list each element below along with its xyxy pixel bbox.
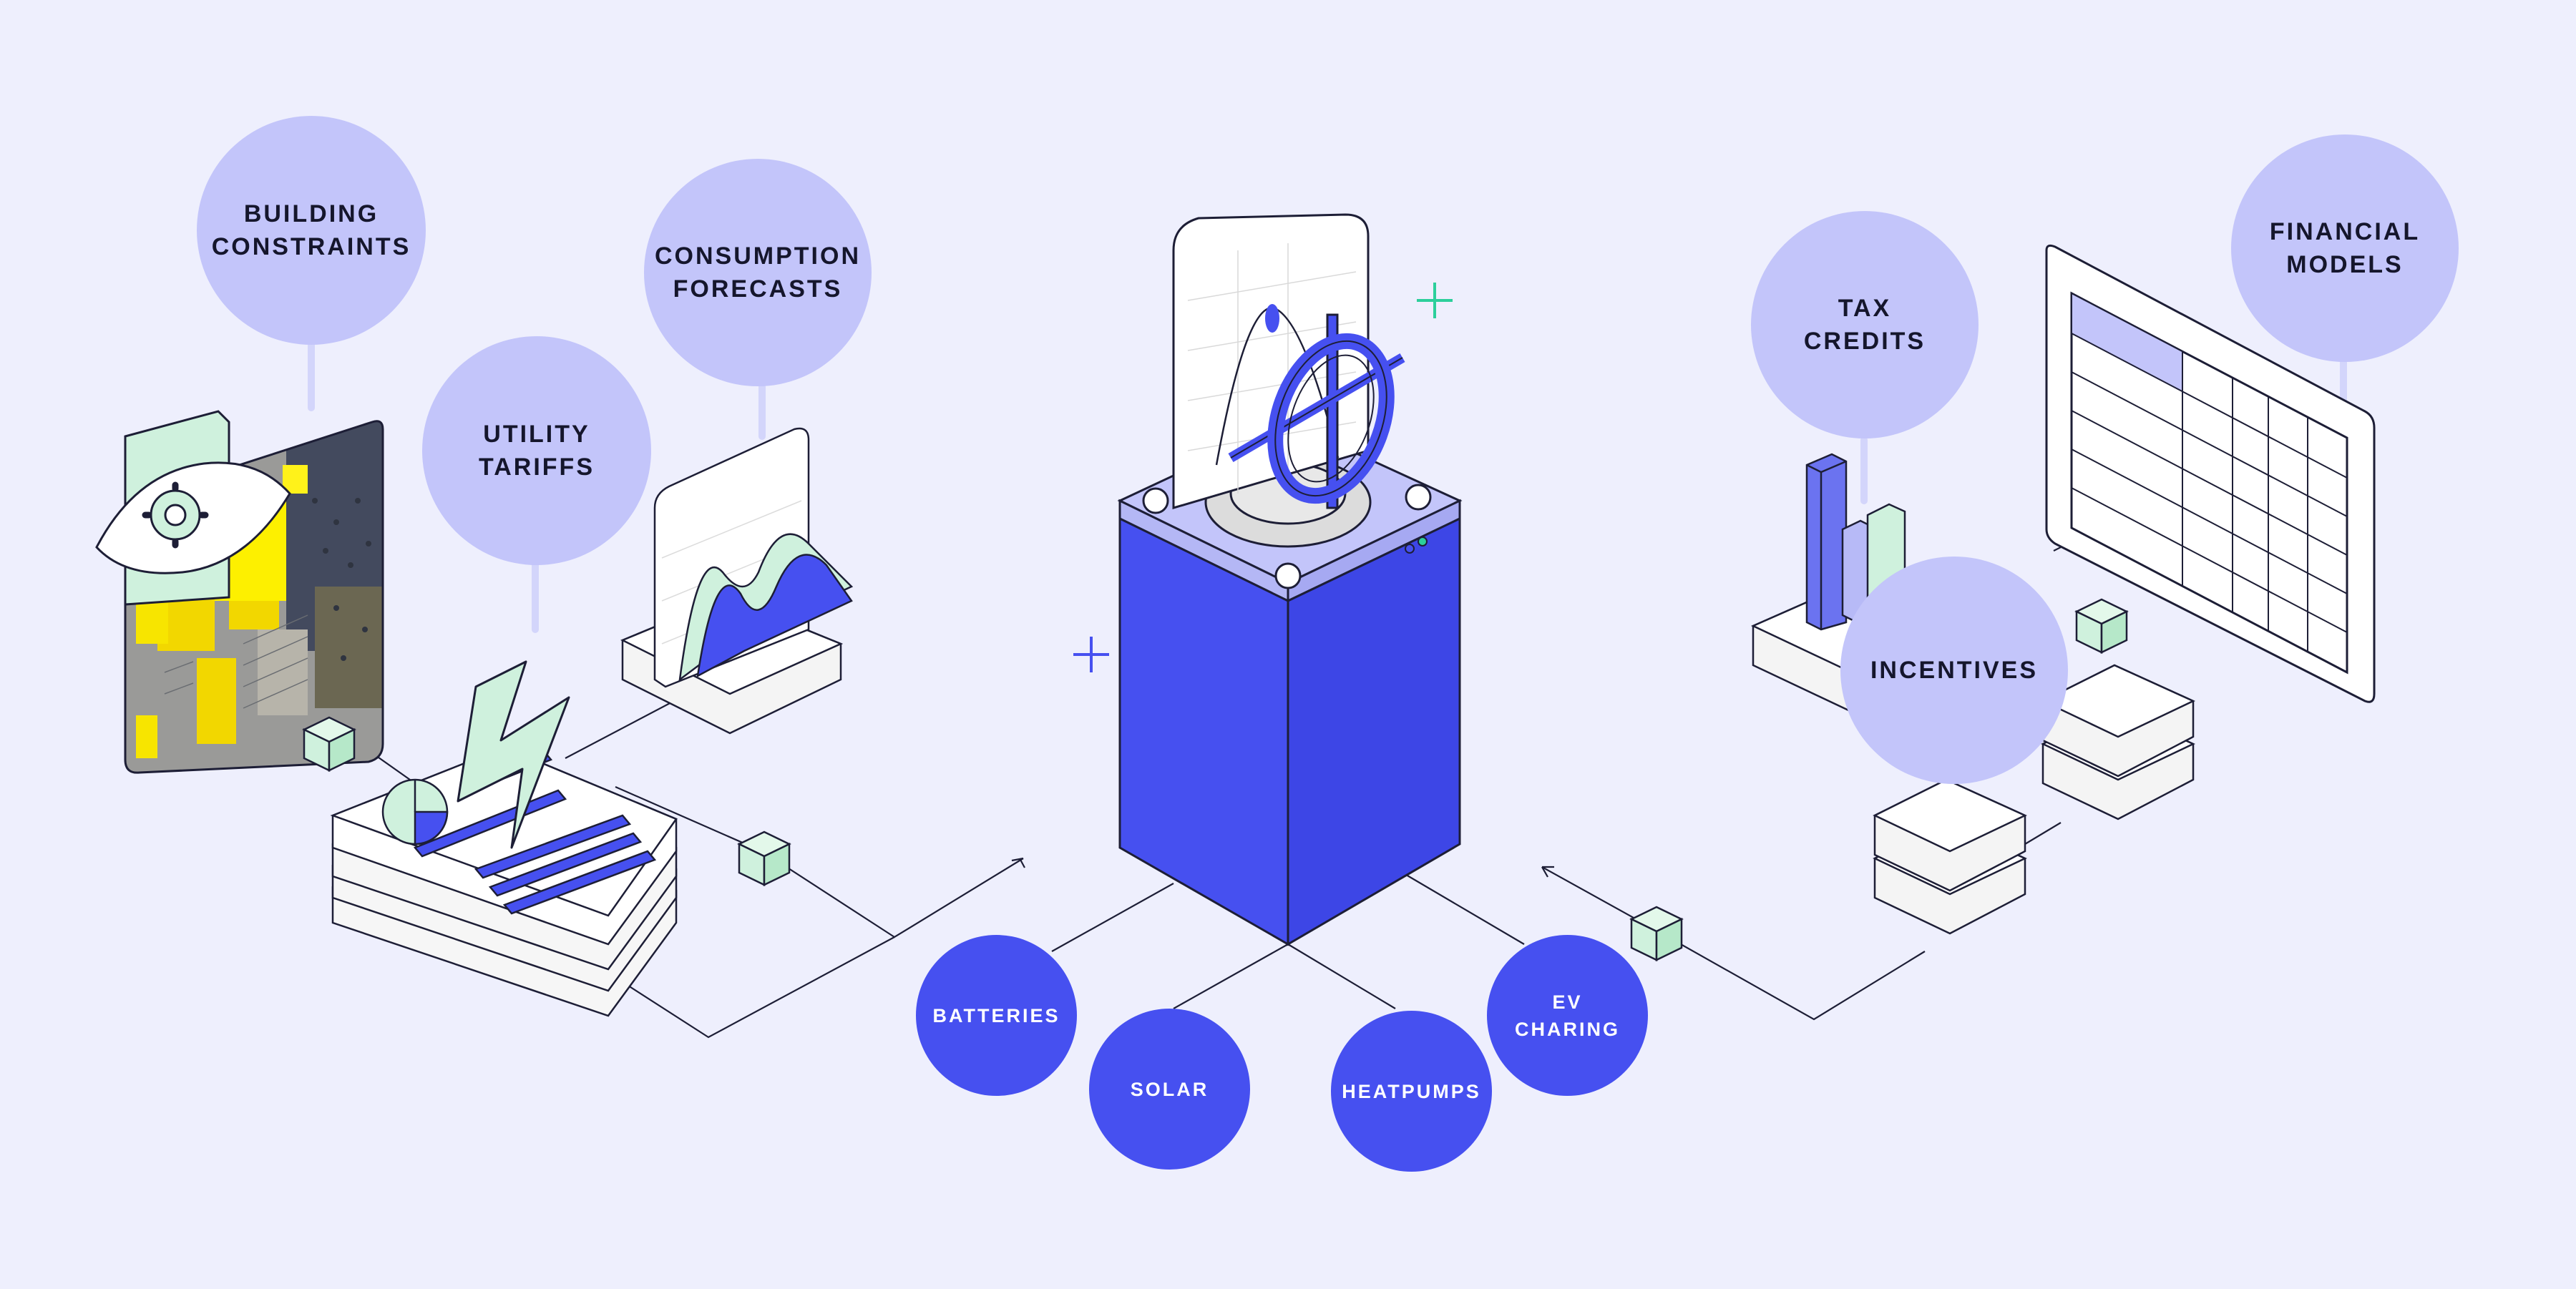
heatpumps-bubble: HEATPUMPS [1331, 1011, 1492, 1172]
ev-charing-bubble: EV CHARING [1487, 935, 1648, 1096]
building-constraints-bubble: BUILDING CONSTRAINTS [197, 116, 426, 345]
incentives-bubble: INCENTIVES [1840, 557, 2068, 784]
data-cube-icon [302, 598, 2129, 961]
tax-credits-bubble: TAX CREDITS [1751, 211, 1979, 438]
consumption-forecasts-bubble: CONSUMPTION FORECASTS [644, 159, 872, 386]
batteries-bubble: BATTERIES [916, 935, 1077, 1096]
eye-gear-icon [95, 410, 291, 606]
utility-tariffs-bubble: UTILITY TARIFFS [422, 336, 651, 565]
bill-documents-icon [330, 746, 678, 1017]
optimizer-tower-icon [1117, 213, 1463, 946]
financial-models-bubble: FINANCIAL MODELS [2231, 134, 2459, 362]
stacked-blocks-icon [1873, 664, 2195, 935]
cross-icons [1073, 283, 1453, 672]
lightning-icon [457, 660, 570, 849]
forecast-chart-icon [620, 427, 854, 735]
solar-bubble: SOLAR [1089, 1009, 1250, 1170]
spreadsheet-icon [2045, 244, 2376, 703]
